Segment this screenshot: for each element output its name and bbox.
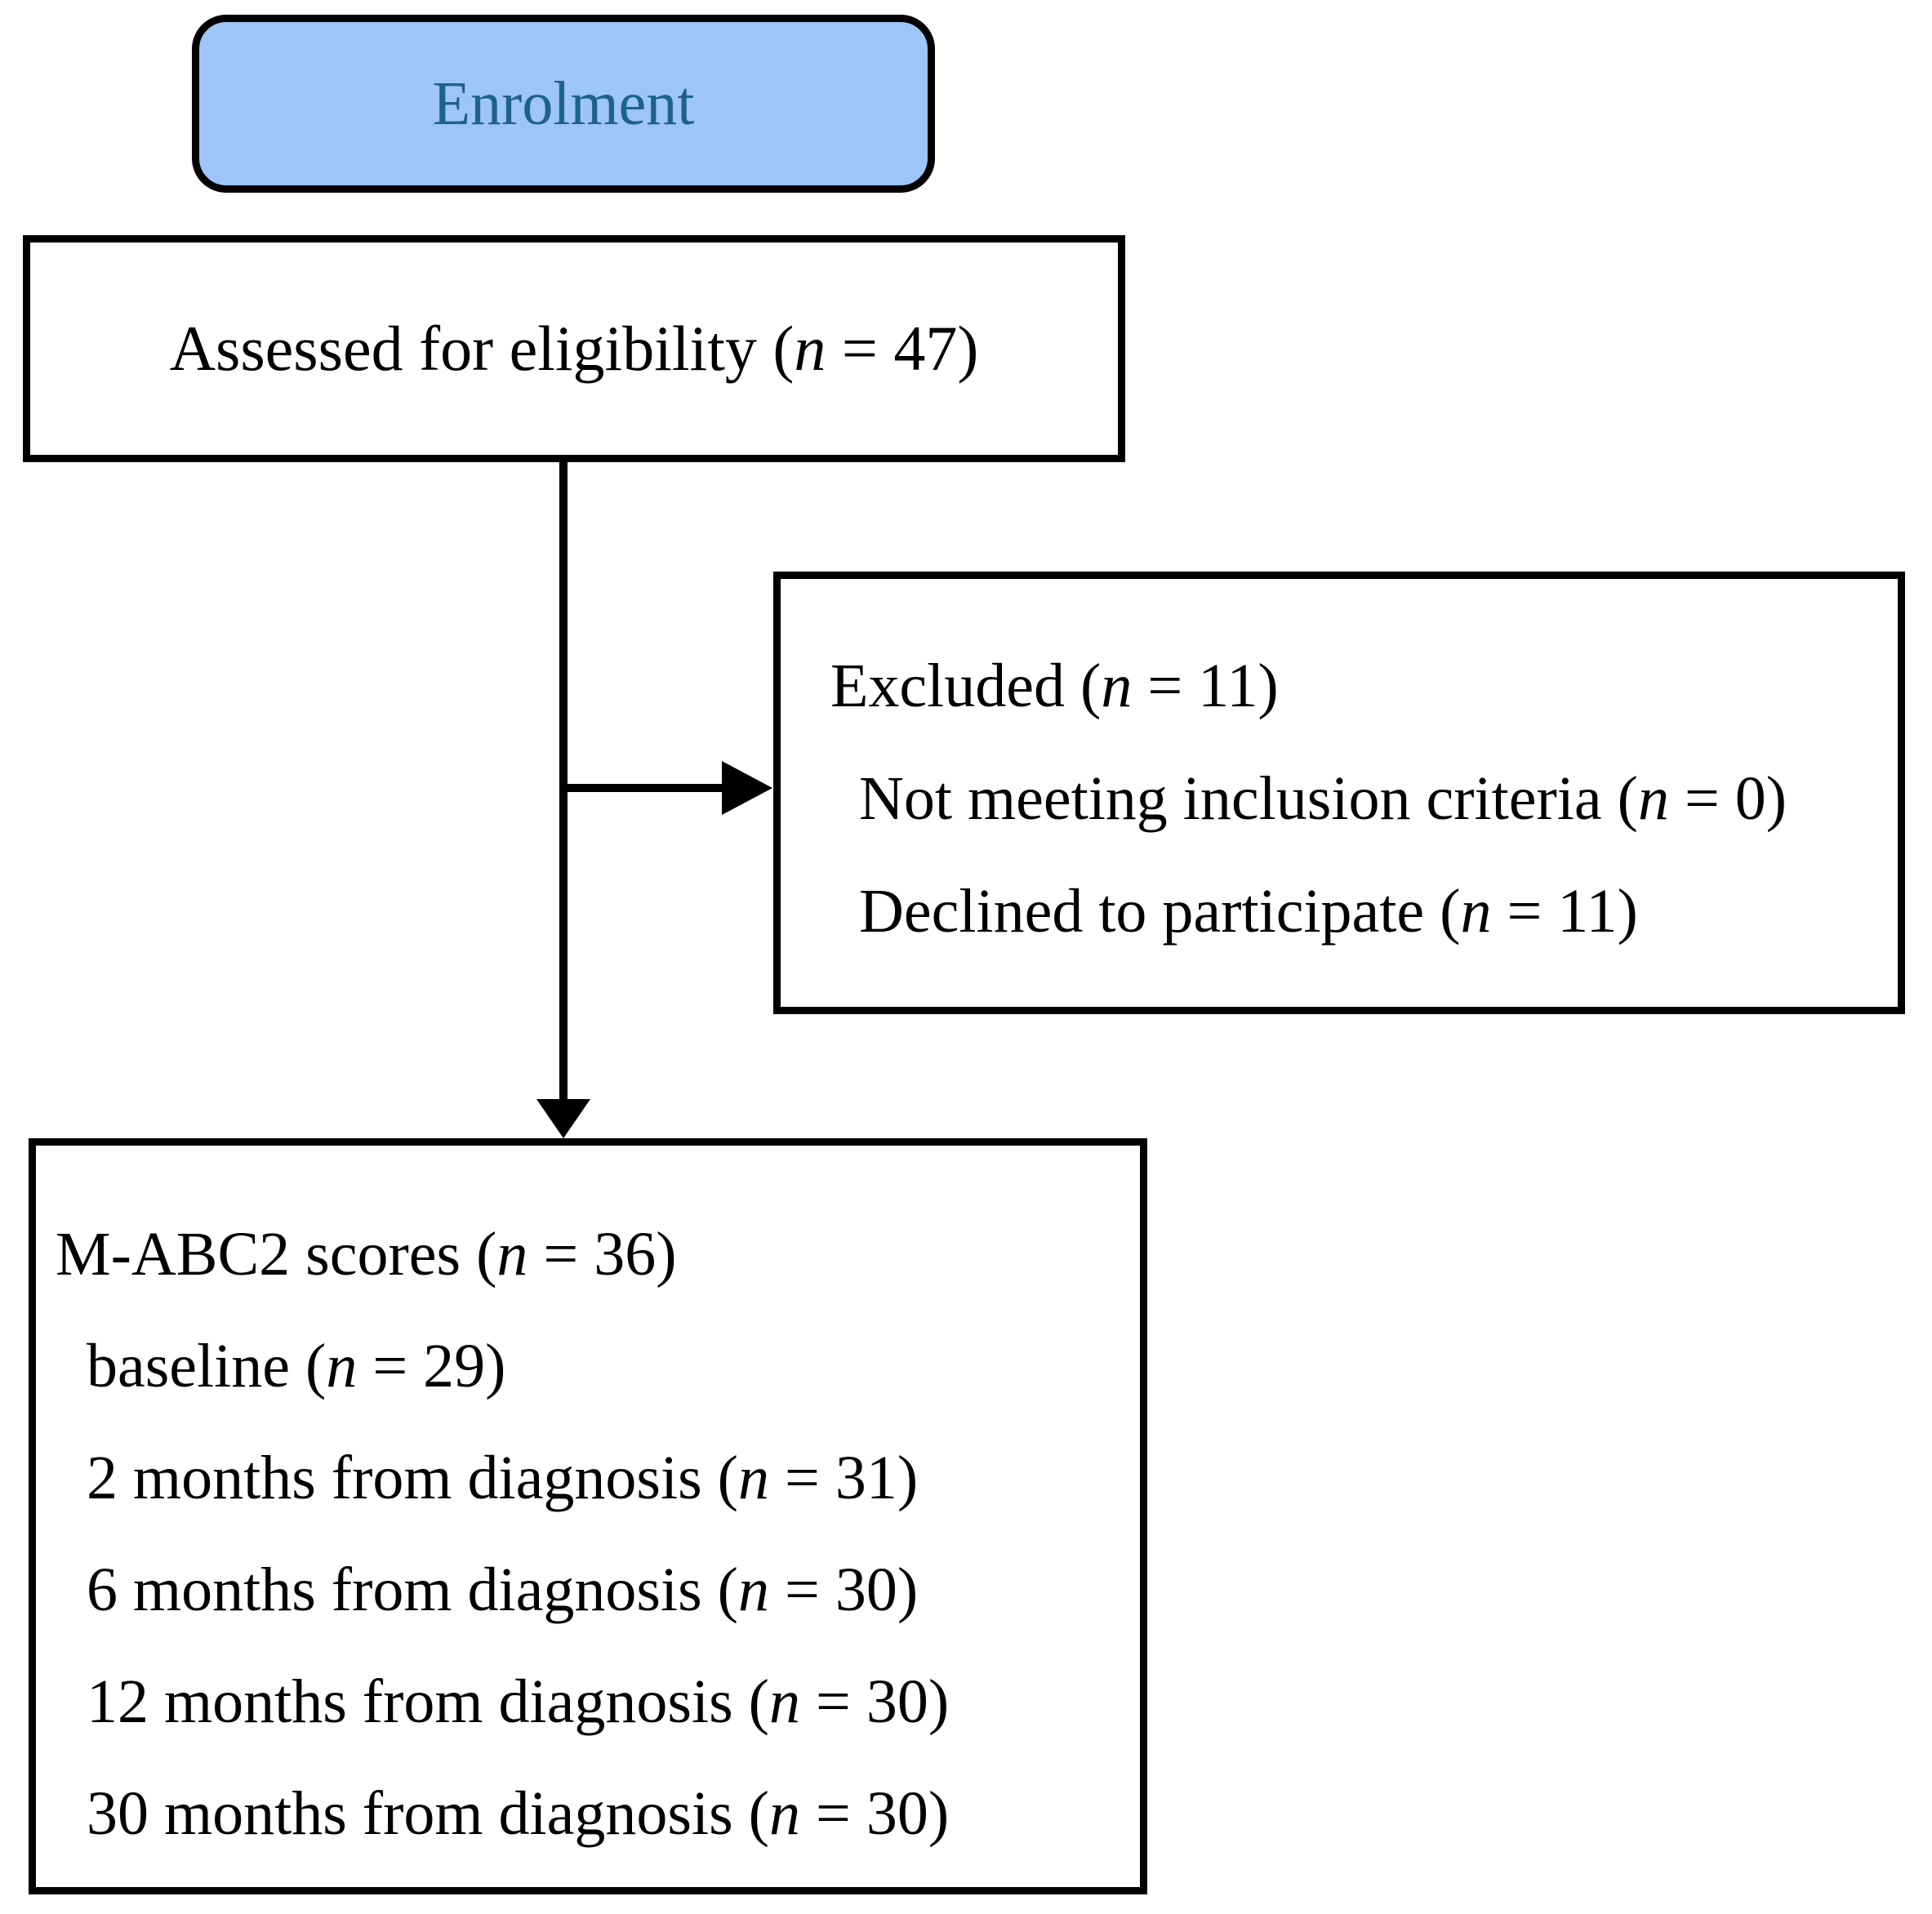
outcomes-box: M-ABC2 scores (n = 36) baseline (n = 29)… xyxy=(29,1138,1147,1894)
label-text-post: = 30) xyxy=(799,1667,950,1736)
label-text-pre: M-ABC2 scores ( xyxy=(56,1220,497,1289)
n-symbol: n xyxy=(794,313,826,384)
outcome-item: baseline (n = 29) xyxy=(36,1311,1140,1422)
n-symbol: n xyxy=(737,1444,769,1512)
enrolment-label: Enrolment xyxy=(432,69,695,138)
label-text-post: = 11) xyxy=(1132,651,1279,720)
n-symbol: n xyxy=(768,1667,800,1736)
n-symbol: n xyxy=(1101,651,1133,720)
n-symbol: n xyxy=(1637,763,1669,833)
label-text-post: = 30) xyxy=(799,1779,950,1848)
label-text-pre: 12 months from diagnosis ( xyxy=(87,1667,769,1736)
label-text-pre: Not meeting inclusion criteria ( xyxy=(859,763,1638,833)
label-text-post: = 47) xyxy=(826,313,979,384)
label-text-pre: 6 months from diagnosis ( xyxy=(87,1556,738,1624)
assessed-label: Assessed for eligibility (n = 47) xyxy=(170,312,979,385)
label-text-post: = 36) xyxy=(528,1220,677,1289)
excluded-item: Not meeting inclusion criteria (n = 0) xyxy=(781,742,1898,855)
label-text-post: = 11) xyxy=(1491,876,1638,946)
outcome-item: 6 months from diagnosis (n = 30) xyxy=(36,1534,1140,1646)
label-text-post: = 0) xyxy=(1668,763,1787,833)
label-text-pre: baseline ( xyxy=(87,1332,327,1400)
n-symbol: n xyxy=(1460,876,1492,946)
excluded-item: Declined to participate (n = 11) xyxy=(781,855,1898,968)
label-text-pre: Assessed for eligibility ( xyxy=(169,313,795,384)
right-arrowhead-icon xyxy=(722,761,772,815)
label-text-post: = 30) xyxy=(768,1556,919,1624)
n-symbol: n xyxy=(326,1332,358,1400)
assessed-box: Assessed for eligibility (n = 47) xyxy=(23,235,1125,462)
label-text-pre: 30 months from diagnosis ( xyxy=(87,1779,769,1848)
outcomes-title: M-ABC2 scores (n = 36) xyxy=(36,1199,1140,1311)
excluded-title: Excluded (n = 11) xyxy=(781,630,1898,742)
label-text-pre: Declined to participate ( xyxy=(859,876,1461,946)
n-symbol: n xyxy=(768,1779,800,1848)
outcome-item: 12 months from diagnosis (n = 30) xyxy=(36,1646,1140,1758)
enrolment-stage-box: Enrolment xyxy=(192,15,935,193)
outcome-item: 30 months from diagnosis (n = 30) xyxy=(36,1758,1140,1870)
outcome-item: 2 months from diagnosis (n = 31) xyxy=(36,1422,1140,1534)
label-text-post: = 29) xyxy=(357,1332,506,1400)
n-symbol: n xyxy=(496,1220,528,1289)
down-arrowhead-icon xyxy=(536,1099,590,1138)
label-text-pre: Excluded ( xyxy=(830,651,1102,720)
n-symbol: n xyxy=(737,1556,769,1624)
label-text-pre: 2 months from diagnosis ( xyxy=(87,1444,738,1512)
label-text-post: = 31) xyxy=(768,1444,919,1512)
excluded-box: Excluded (n = 11) Not meeting inclusion … xyxy=(773,572,1905,1014)
